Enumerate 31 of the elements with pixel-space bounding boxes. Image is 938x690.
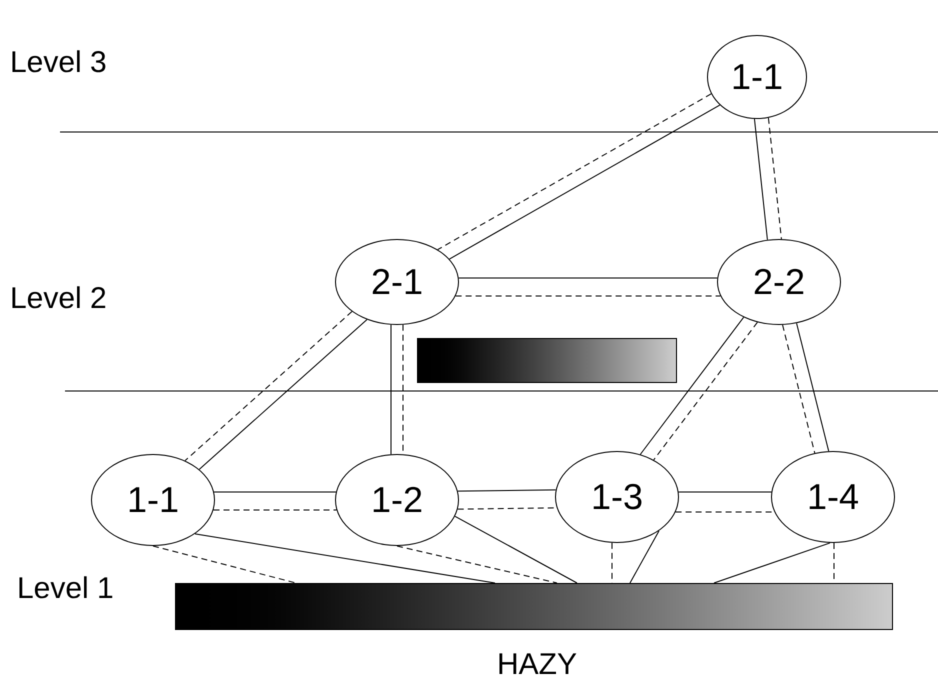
level-label: Level 1: [17, 574, 114, 604]
connector-line: [390, 324, 392, 455]
node-label: 2-1: [370, 264, 424, 300]
connector-line: [184, 311, 352, 462]
connector-line: [448, 104, 720, 260]
connector-line: [714, 542, 830, 584]
node-label: 1-3: [590, 479, 644, 515]
level-label: Level 2: [10, 284, 107, 314]
connector-line: [630, 530, 660, 584]
connector-line: [768, 117, 782, 240]
connector-line: [454, 516, 578, 584]
level-label: Level 3: [10, 48, 107, 78]
connector-line: [782, 324, 816, 454]
connector-line: [457, 489, 556, 492]
connector-line: [152, 546, 296, 584]
connector-line: [796, 322, 830, 452]
connector-line: [640, 316, 744, 455]
connector-line: [754, 118, 768, 240]
node-label: 1-2: [370, 482, 424, 518]
connector-line: [396, 546, 558, 584]
connector-line: [198, 319, 368, 470]
gradient-bar: [417, 338, 677, 383]
gradient-bar: [175, 583, 893, 630]
bar-caption: HAZY: [497, 650, 578, 680]
connector-line: [194, 533, 496, 584]
node-label: 1-1: [730, 59, 784, 95]
node-label: 1-4: [806, 479, 860, 515]
connector-line: [437, 93, 712, 250]
node-label: 2-2: [752, 264, 806, 300]
node-label: 1-1: [126, 482, 180, 518]
connector-line: [653, 322, 758, 460]
